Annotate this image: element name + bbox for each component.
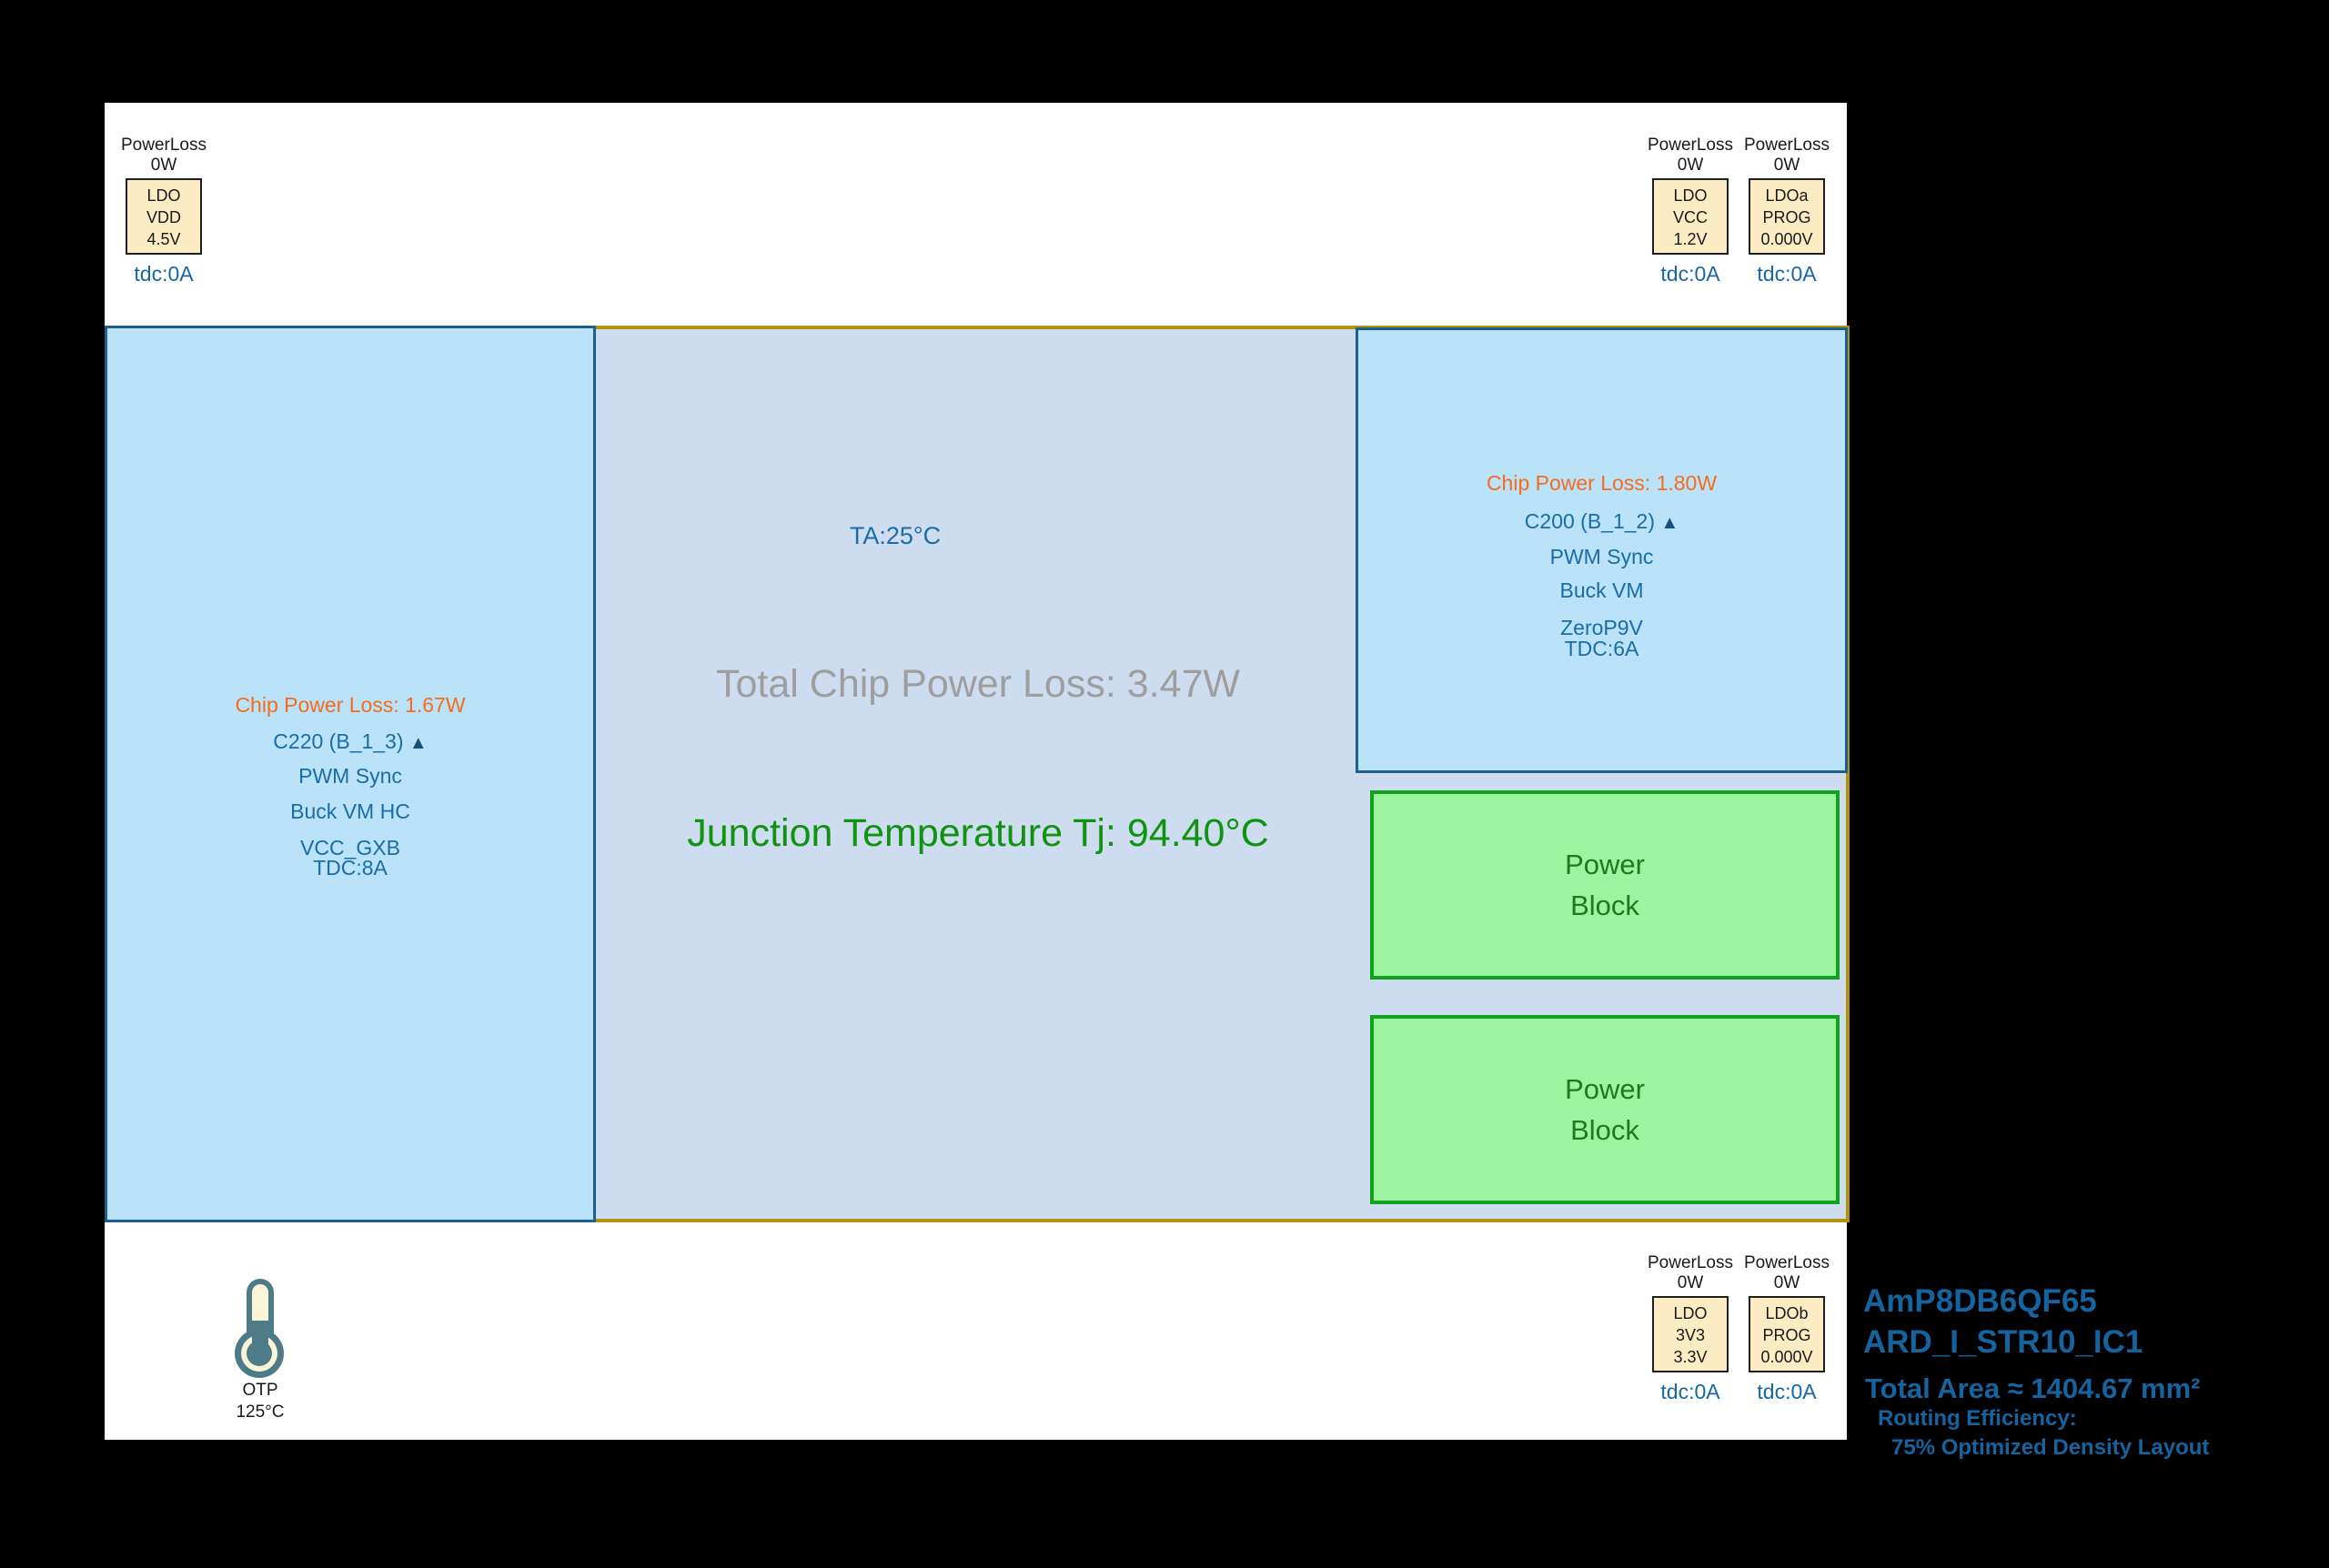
power-loss-value: 0W xyxy=(1773,156,1800,175)
ldo-box-line: 4.5V xyxy=(146,230,181,248)
regulator-group-ldo-vdd: PowerLoss 0W LDO VDD 4.5V tdc:0A xyxy=(102,136,226,285)
power-block-1: Power Block xyxy=(1370,790,1840,980)
domain-feature-label: PWM Sync xyxy=(298,764,402,788)
chip-power-loss-label: Chip Power Loss: 1.80W xyxy=(1486,471,1718,495)
regulator-group-ldo-3v3: PowerLoss 0W LDO 3V3 3.3V tdc:0A xyxy=(1629,1253,1751,1402)
ldo-vcc-box: LDO VCC 1.2V xyxy=(1652,178,1729,255)
part-number-label: AmP8DB6QF65 xyxy=(1863,1283,2097,1319)
tdc-rating-label: TDC:8A xyxy=(313,856,388,879)
power-loss-value: 0W xyxy=(1677,1273,1704,1292)
ldo-box-line: PROG xyxy=(1762,208,1811,226)
power-block-label: Power xyxy=(1565,1073,1645,1105)
tdc-label: tdc:0A xyxy=(1660,1380,1720,1403)
regulator-group-ldoa-prog: PowerLoss 0W LDOa PROG 0.000V tdc:0A xyxy=(1726,136,1848,285)
tdc-label: tdc:0A xyxy=(1757,1380,1817,1403)
junction-temperature-label: Junction Temperature Tj: 94.40°C xyxy=(687,811,1269,855)
thermometer-bulb-center xyxy=(247,1341,272,1366)
regulator-group-ldob-prog: PowerLoss 0W LDOb PROG 0.000V tdc:0A xyxy=(1726,1253,1848,1402)
power-loss-value: 0W xyxy=(1773,1273,1800,1292)
tdc-label: tdc:0A xyxy=(1660,262,1720,286)
regulator-group-ldo-vcc: PowerLoss 0W LDO VCC 1.2V tdc:0A xyxy=(1629,136,1751,285)
ldo-box-line: LDOa xyxy=(1765,186,1809,205)
otp-temperature-value: 125°C xyxy=(236,1402,285,1422)
chip-power-loss-label: Chip Power Loss: 1.67W xyxy=(235,693,466,717)
power-loss-label: PowerLoss xyxy=(1744,136,1830,155)
domain-feature-label: Buck VM xyxy=(1559,578,1644,602)
ldo-box-line: LDO xyxy=(1673,186,1708,205)
power-loss-label: PowerLoss xyxy=(1744,1253,1830,1272)
total-area-label: Total Area ≈ 1404.67 mm² xyxy=(1865,1372,2201,1404)
tdc-label: tdc:0A xyxy=(134,262,194,286)
ldo-box-line: LDO xyxy=(1673,1304,1708,1322)
power-loss-label: PowerLoss xyxy=(1648,136,1733,155)
power-block-2: Power Block xyxy=(1370,1015,1840,1204)
right-power-domain-panel xyxy=(1356,327,1848,773)
ldo-box-line: VCC xyxy=(1672,208,1708,226)
routing-efficiency-value: 75% Optimized Density Layout xyxy=(1891,1435,2210,1460)
ldob-prog-box: LDOb PROG 0.000V xyxy=(1749,1296,1825,1372)
ldo-box-line: LDO xyxy=(146,186,181,205)
ldoa-prog-box: LDOa PROG 0.000V xyxy=(1749,178,1825,255)
triangle-up-icon: ▲ xyxy=(1660,513,1679,533)
ldo-box-line: 3.3V xyxy=(1673,1348,1708,1366)
domain-feature-label: PWM Sync xyxy=(1549,545,1654,568)
total-chip-power-loss-label: Total Chip Power Loss: 3.47W xyxy=(716,662,1240,706)
domain-name-label: C200 (B_1_2) ▲ xyxy=(1524,509,1679,533)
domain-name-label: C220 (B_1_3) ▲ xyxy=(273,729,428,753)
triangle-up-icon: ▲ xyxy=(408,733,428,753)
ambient-temperature-label: TA:25°C xyxy=(849,522,942,549)
routing-efficiency-label: Routing Efficiency: xyxy=(1878,1406,2077,1431)
ldo-box-line: 1.2V xyxy=(1673,230,1708,248)
domain-rail-label: VCC_GXB xyxy=(300,836,400,859)
ldo-box-line: VDD xyxy=(146,208,181,226)
power-loss-value: 0W xyxy=(1677,156,1704,175)
ldo-box-line: 0.000V xyxy=(1760,230,1813,248)
domain-rail-label: ZeroP9V xyxy=(1560,616,1643,639)
left-power-domain-panel xyxy=(105,326,596,1222)
ldo-box-line: 3V3 xyxy=(1675,1326,1706,1344)
otp-label: OTP xyxy=(242,1381,278,1400)
power-loss-label: PowerLoss xyxy=(121,136,207,155)
ldo-box-line: PROG xyxy=(1762,1326,1811,1344)
ldo-box-line: 0.000V xyxy=(1760,1348,1813,1366)
design-name-label: ARD_I_STR10_IC1 xyxy=(1863,1324,2143,1360)
tdc-label: tdc:0A xyxy=(1757,262,1817,286)
power-block-label: Block xyxy=(1570,890,1639,921)
domain-feature-label: Buck VM HC xyxy=(290,799,410,823)
ldo-vdd-box: LDO VDD 4.5V xyxy=(126,178,202,255)
ldo-box-line: LDOb xyxy=(1765,1304,1809,1322)
tdc-rating-label: TDC:6A xyxy=(1564,637,1639,660)
power-block-label: Block xyxy=(1570,1114,1639,1146)
ldo-3v3-box: LDO 3V3 3.3V xyxy=(1652,1296,1729,1372)
power-block-label: Power xyxy=(1565,849,1645,880)
power-loss-label: PowerLoss xyxy=(1648,1253,1733,1272)
power-loss-value: 0W xyxy=(150,156,177,175)
